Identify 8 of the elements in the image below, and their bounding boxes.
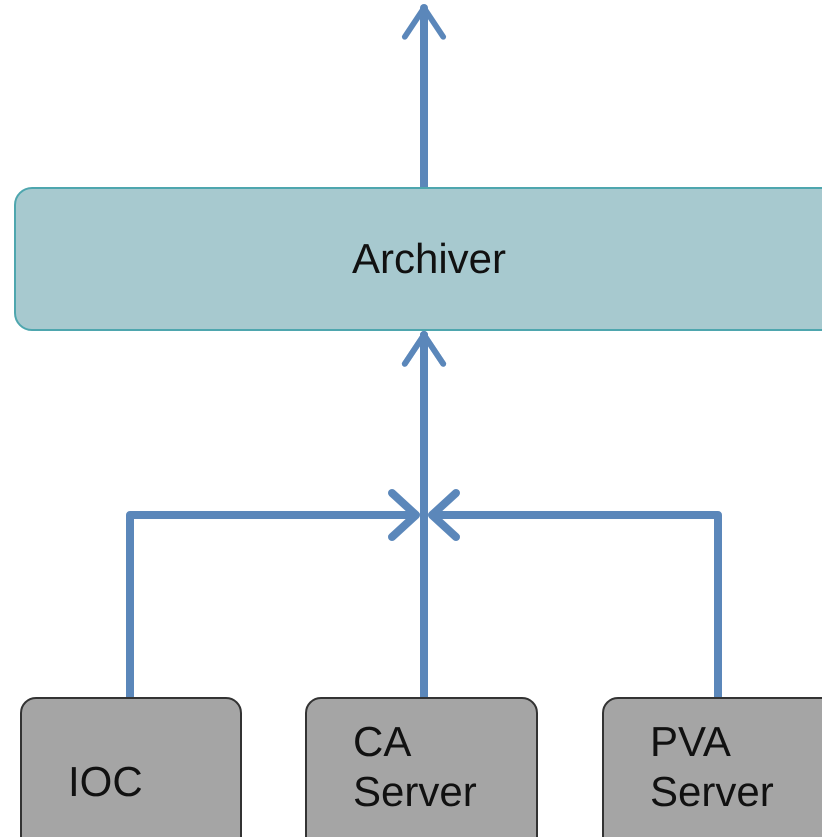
node-label: Archiver: [352, 234, 506, 284]
source-box: [20, 697, 242, 837]
node-label: PVA Server: [650, 717, 775, 818]
process-box: [14, 187, 822, 331]
source-box: [602, 697, 822, 837]
source-box: [305, 697, 538, 837]
node-label: IOC: [68, 757, 144, 807]
node-label: CA Server: [353, 717, 478, 818]
